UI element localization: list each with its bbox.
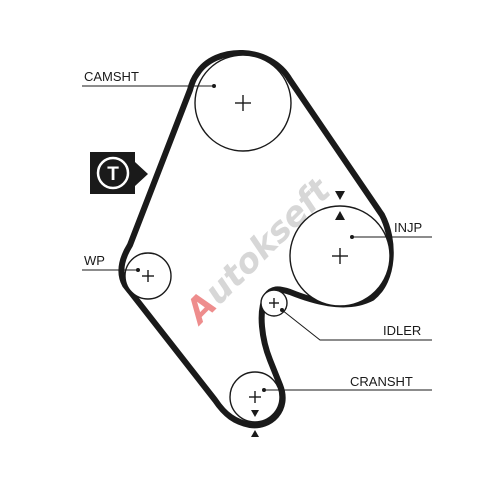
injection-pump-label: INJP xyxy=(394,220,422,235)
crankshaft-label: CRANSHT xyxy=(350,374,413,389)
camshaft-pulley xyxy=(194,54,292,152)
idler-pulley xyxy=(260,289,288,317)
camshaft-label: CAMSHT xyxy=(84,69,139,84)
water-pump-label: WP xyxy=(84,253,105,268)
tensioner-icon xyxy=(96,156,130,190)
crankshaft-timing-mark xyxy=(251,410,259,437)
injection-pump-pulley xyxy=(289,205,391,307)
idler-label: IDLER xyxy=(383,323,421,338)
idler-leader-line xyxy=(281,309,432,341)
tensioner-badge: T xyxy=(90,152,148,194)
tensioner-badge-letter: T xyxy=(107,164,119,185)
crankshaft-pulley xyxy=(229,371,281,423)
water-pump-pulley xyxy=(124,252,172,300)
injection-pump-timing-mark xyxy=(335,191,345,220)
